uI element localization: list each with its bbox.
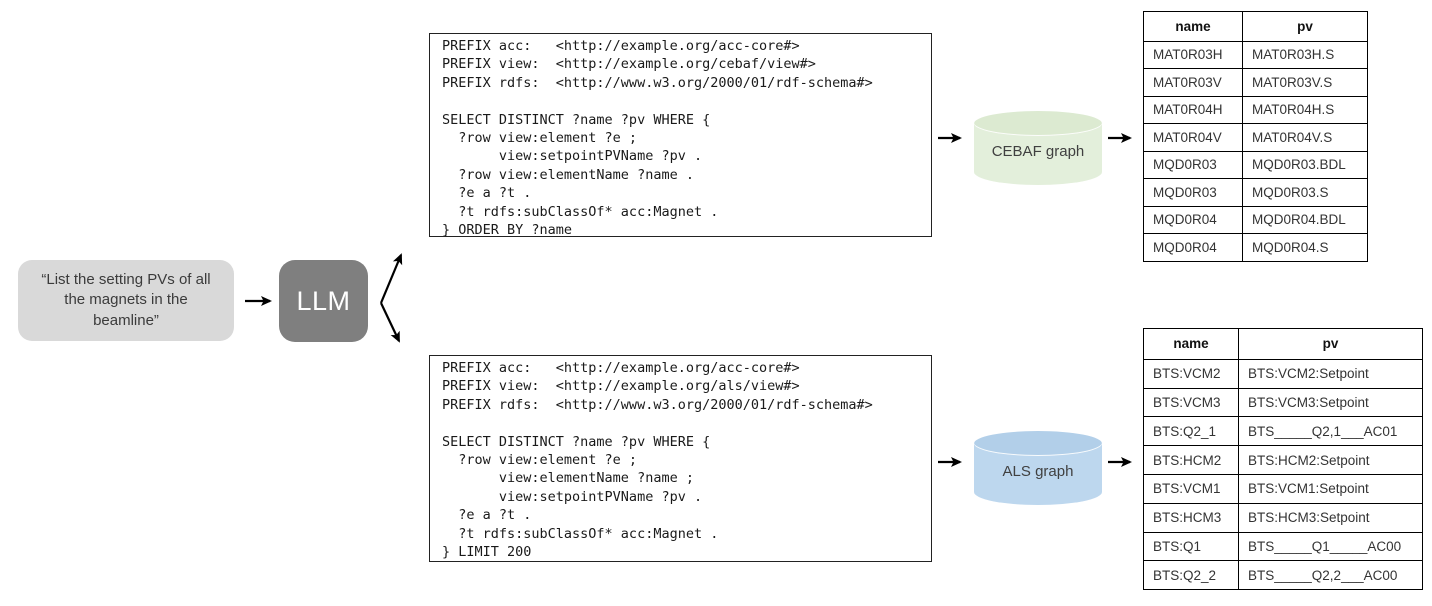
table-cell: MQD0R03.BDL	[1242, 150, 1368, 179]
als-graph-label: ALS graph	[1002, 463, 1074, 480]
table-cell: BTS:VCM3:Setpoint	[1238, 387, 1423, 418]
branch-arrow-up	[379, 253, 403, 304]
table-cell: BTS:Q2_2	[1143, 560, 1239, 591]
table-cell: MQD0R03.S	[1242, 178, 1368, 207]
database-cylinder-top	[974, 431, 1102, 456]
als-graph-database: ALS graph	[974, 431, 1102, 505]
table-cell: MQD0R04	[1143, 233, 1243, 262]
table-cell: MAT0R03V	[1143, 68, 1243, 97]
table-cell: BTS:HCM2	[1143, 445, 1239, 475]
table-cell: BTS:VCM1	[1143, 473, 1239, 504]
table-cell: BTS:HCM3	[1143, 502, 1239, 533]
user-prompt-text: “List the setting PVs of all the magnets…	[41, 271, 211, 329]
table-cell: MQD0R03	[1143, 150, 1243, 179]
table-cell: BTS:Q1	[1143, 531, 1239, 562]
table-cell: MAT0R04V	[1143, 123, 1243, 152]
table-cell: MAT0R04H.S	[1242, 95, 1368, 124]
database-cylinder-top	[974, 111, 1102, 136]
table-cell: MQD0R04.S	[1242, 233, 1368, 262]
table-cell: MAT0R04H	[1143, 95, 1243, 124]
als-sparql-query: PREFIX acc: <http://example.org/acc-core…	[429, 355, 932, 562]
column-header: name	[1143, 11, 1243, 42]
table-cell: BTS_____Q2,1___AC01	[1238, 416, 1423, 447]
table-cell: MAT0R03H.S	[1242, 40, 1368, 69]
llm-label: LLM	[296, 285, 351, 316]
table-cell: BTS:HCM2:Setpoint	[1238, 445, 1423, 475]
cebaf-sparql-query: PREFIX acc: <http://example.org/acc-core…	[429, 33, 932, 237]
table-cell: BTS_____Q2,2___AC00	[1238, 560, 1423, 591]
table-cell: BTS:HCM3:Setpoint	[1238, 502, 1423, 533]
cebaf-graph-label: CEBAF graph	[991, 143, 1085, 160]
table-cell: MQD0R03	[1143, 178, 1243, 207]
column-header: name	[1143, 328, 1239, 360]
table-cell: MQD0R04.BDL	[1242, 205, 1368, 234]
table-cell: BTS:VCM3	[1143, 387, 1239, 418]
table-cell: BTS_____Q1_____AC00	[1238, 531, 1423, 562]
table-cell: MAT0R03V.S	[1242, 68, 1368, 97]
table-cell: BTS:VCM1:Setpoint	[1238, 473, 1423, 504]
table-cell: BTS:VCM2	[1143, 358, 1239, 389]
column-header: pv	[1238, 328, 1423, 360]
column-header: pv	[1242, 11, 1368, 42]
table-cell: MQD0R04	[1143, 205, 1243, 234]
table-cell: BTS:Q2_1	[1143, 416, 1239, 447]
branch-arrow-down	[380, 302, 400, 343]
user-prompt-box: “List the setting PVs of all the magnets…	[18, 260, 234, 341]
llm-node: LLM	[279, 260, 368, 342]
cebaf-graph-database: CEBAF graph	[974, 111, 1102, 185]
table-cell: BTS:VCM2:Setpoint	[1238, 358, 1423, 389]
table-cell: MAT0R03H	[1143, 40, 1243, 69]
table-cell: MAT0R04V.S	[1242, 123, 1368, 152]
